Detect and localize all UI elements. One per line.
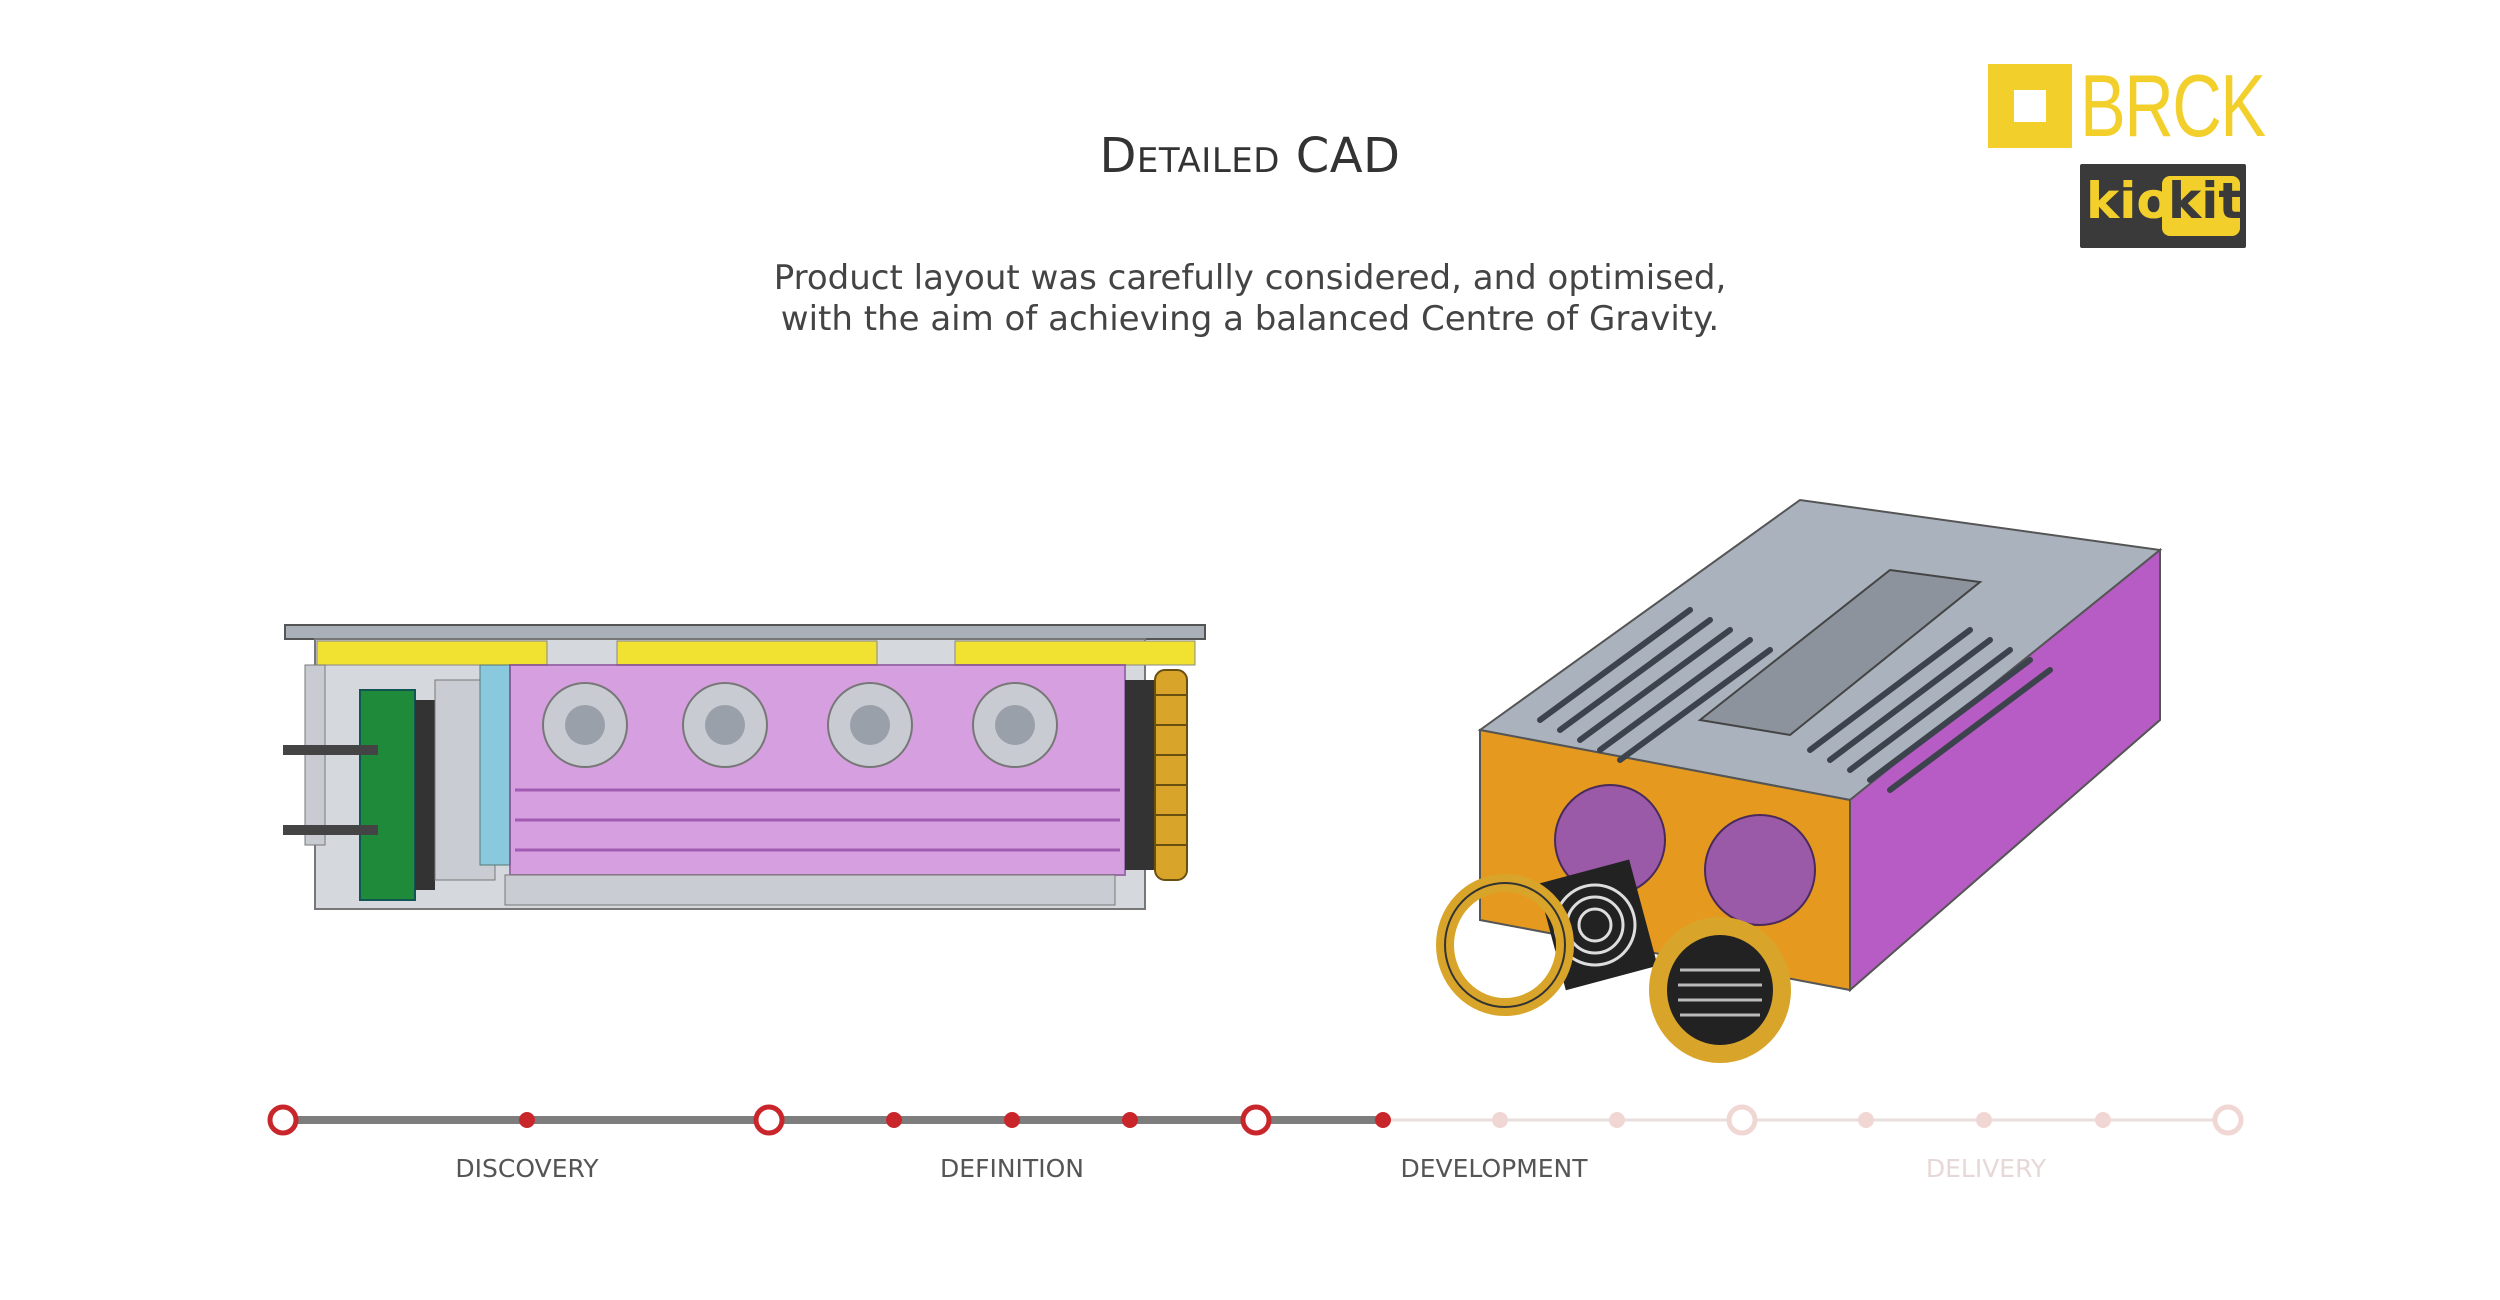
stage-marker-development <box>1240 1104 1272 1136</box>
stage-marker-definition <box>753 1104 785 1136</box>
page-title: Detailed CAD <box>1099 128 1401 184</box>
project-timeline: DISCOVERY DEFINITION DEVELOPMENT DELIVER… <box>0 1090 2500 1210</box>
logo-product-b: kit <box>2168 172 2243 230</box>
timeline-track <box>267 1104 2244 1136</box>
isometric-exploded-cad-icon <box>1436 498 2163 1063</box>
subtitle-line-1: Product layout was carefully considered,… <box>773 258 1727 298</box>
timeline-dots-upcoming <box>1492 1112 2111 1128</box>
stage-marker-end <box>2212 1104 2244 1136</box>
page-subtitle: Product layout was carefully considered,… <box>0 258 2500 340</box>
stage-label-discovery: DISCOVERY <box>455 1154 599 1183</box>
stage-marker-discovery <box>267 1104 299 1136</box>
stage-label-development: DEVELOPMENT <box>1400 1154 1588 1183</box>
timeline-dots-complete <box>519 1112 1391 1128</box>
stage-marker-delivery <box>1726 1104 1758 1136</box>
subtitle-line-2: with the aim of achieving a balanced Cen… <box>780 299 1720 339</box>
stage-label-definition: DEFINITION <box>940 1154 1084 1183</box>
logo-brand-text: BRCK <box>2080 56 2266 155</box>
logo-product-a: kio <box>2086 172 2171 230</box>
logo-kit-box: kit <box>2162 172 2242 236</box>
side-view-cad-icon <box>283 624 1206 910</box>
logo-product-badge: kio kit <box>2080 164 2246 248</box>
stage-label-delivery: DELIVERY <box>1925 1154 2047 1183</box>
brck-kiokit-logo: BRCK kio kit <box>1988 56 2266 252</box>
brck-square-icon <box>1988 64 2072 148</box>
